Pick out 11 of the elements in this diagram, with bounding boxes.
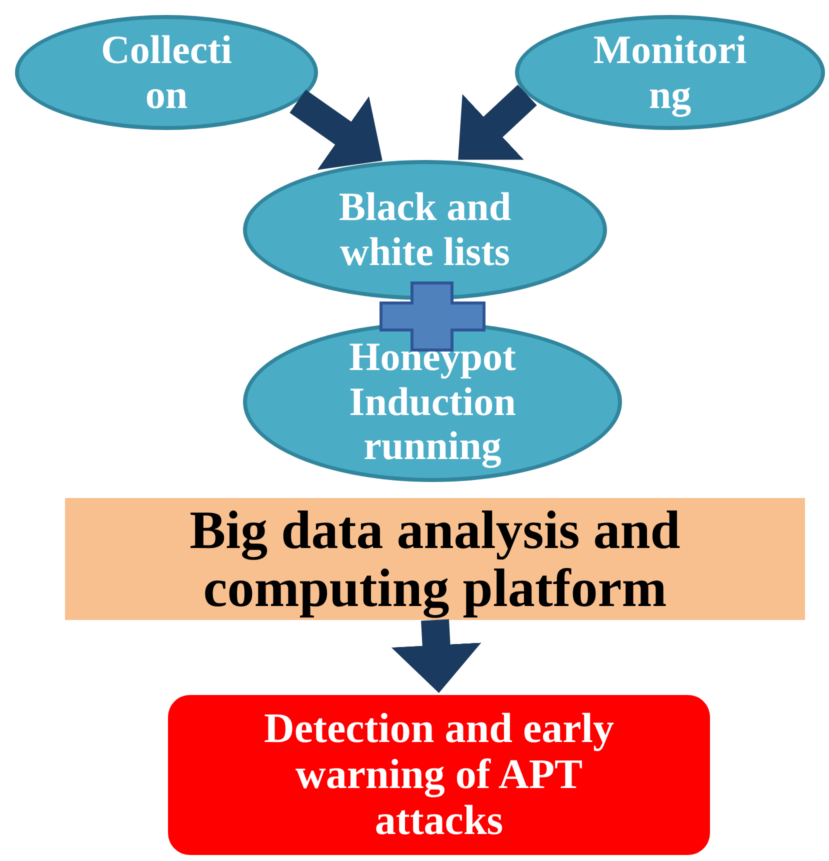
block-arrow <box>391 619 482 693</box>
node-label: Monitoring <box>592 28 748 118</box>
node-label: Collection <box>100 28 234 118</box>
node-label: Honeypot Induction running <box>348 334 517 470</box>
platform-box <box>65 498 805 620</box>
block-arrow <box>290 90 382 170</box>
result-box <box>168 695 710 855</box>
node-label: Detection and early warning of APT attacks <box>263 706 615 844</box>
node-label: Black and white lists <box>338 185 512 275</box>
block-arrow <box>458 84 537 160</box>
node-label: Big data analysis and computing platform <box>188 500 682 618</box>
